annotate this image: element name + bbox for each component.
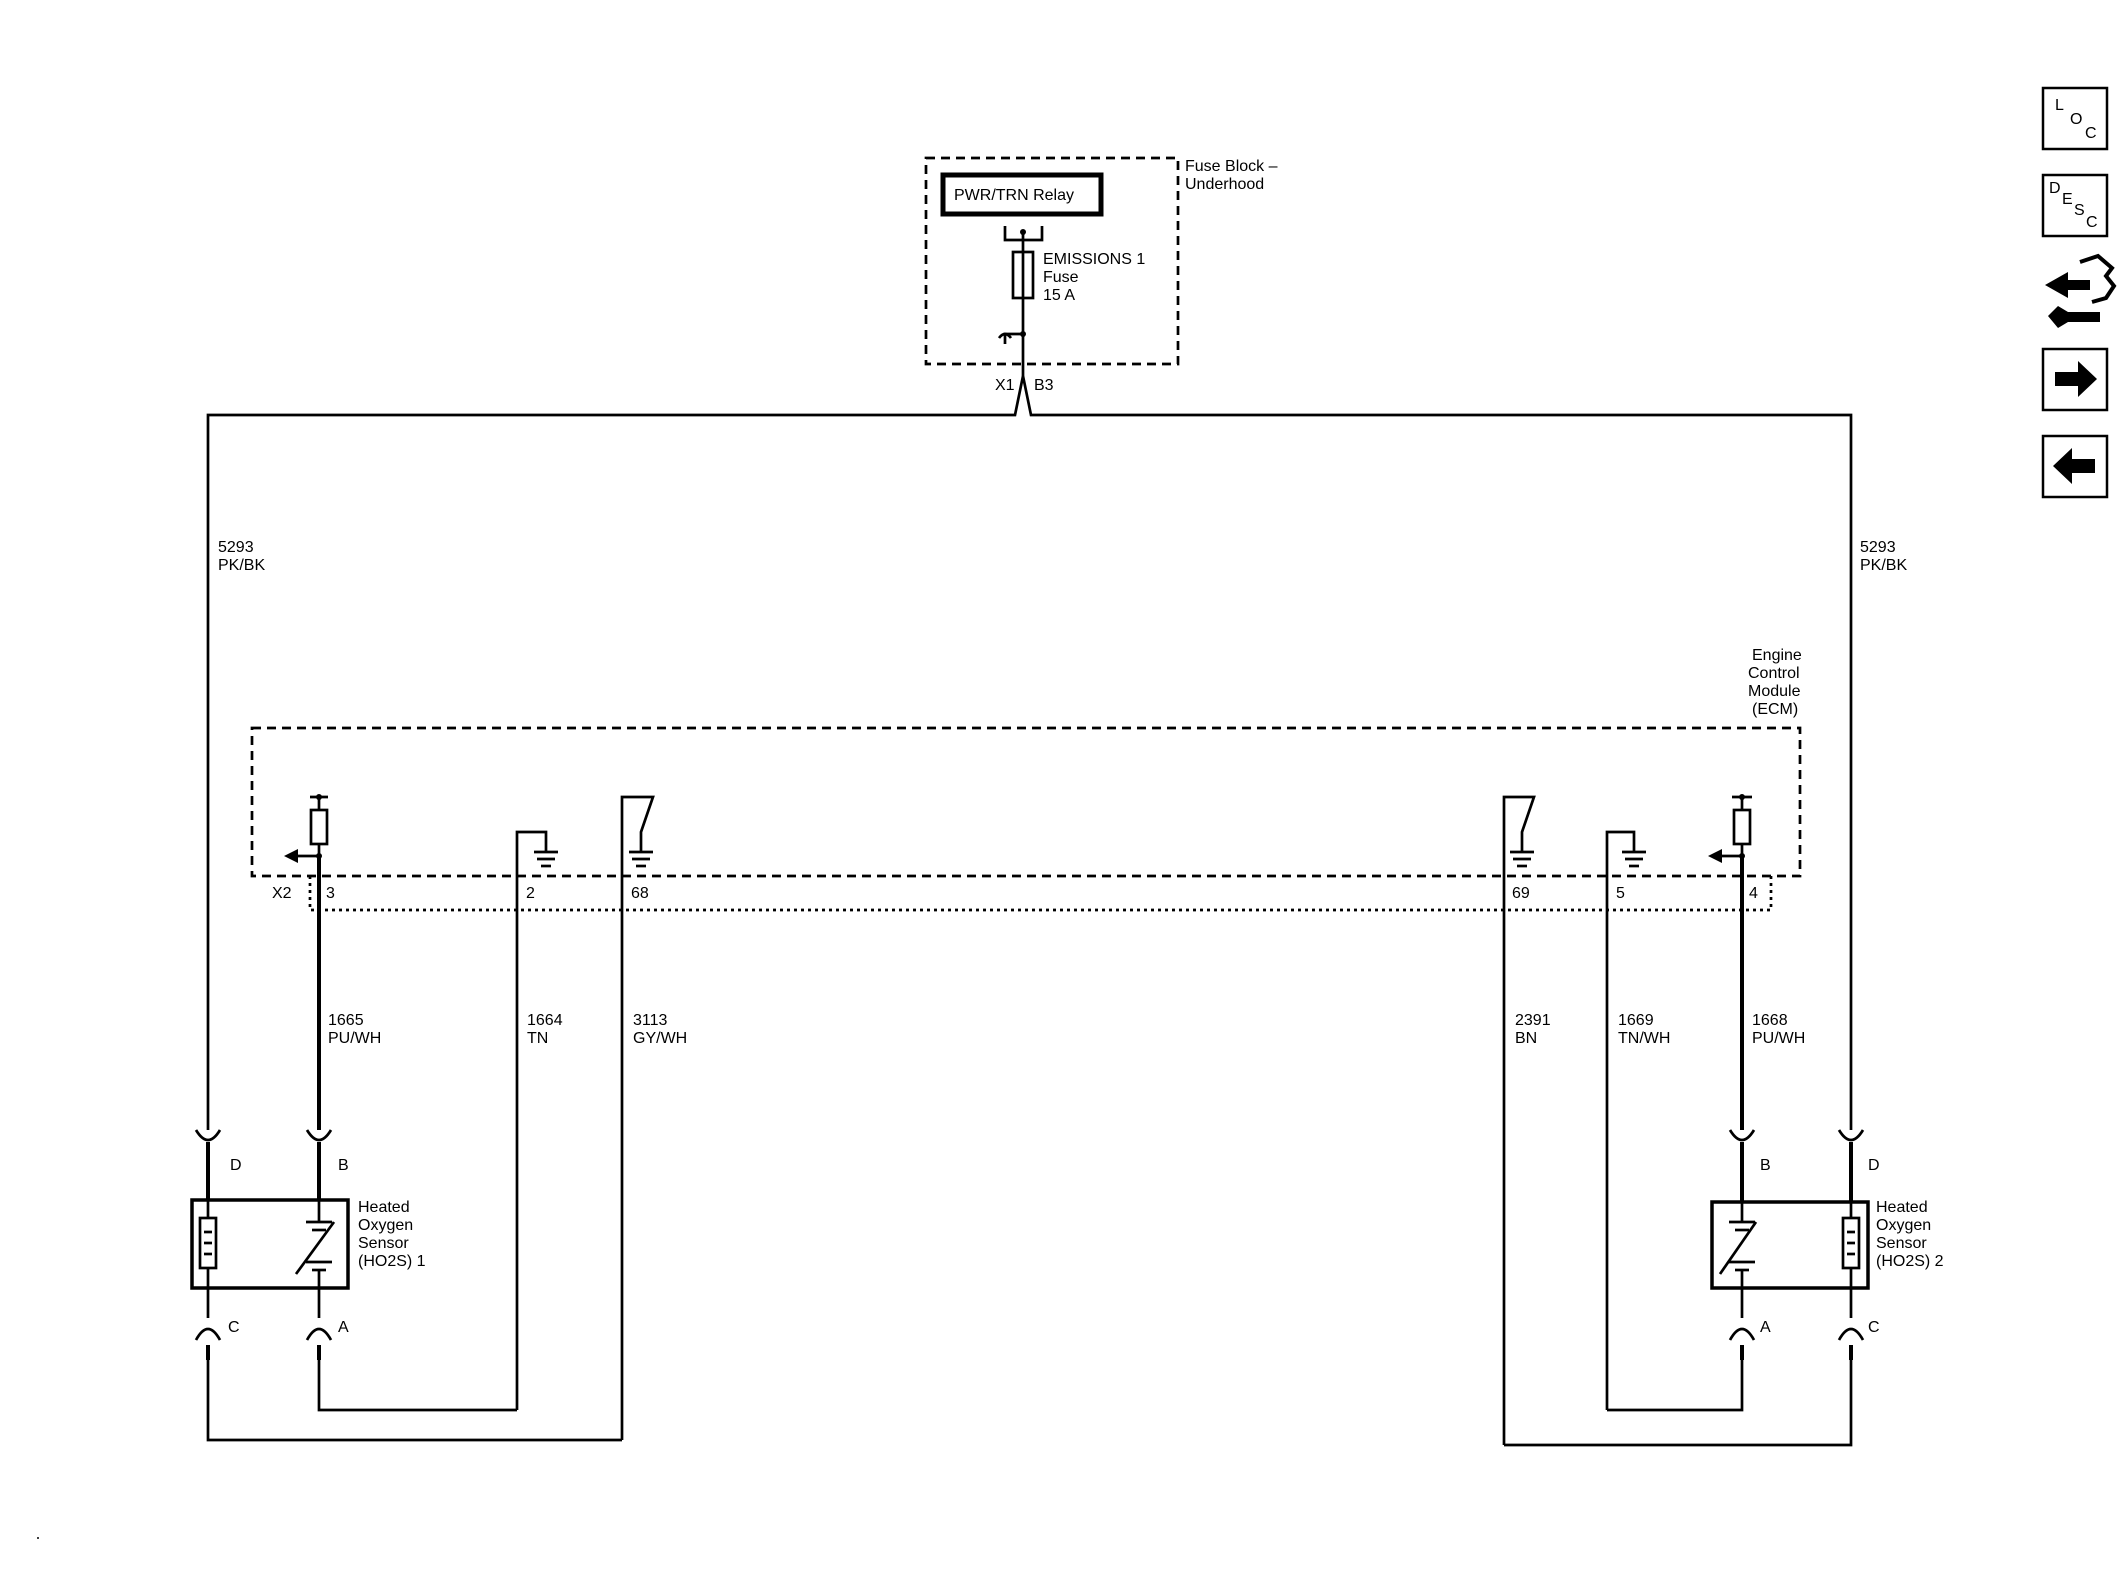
ecm-pin-69: 69	[1512, 885, 1530, 902]
loc-letter-c: C	[2085, 125, 2097, 142]
ecm-pin-2: 2	[526, 885, 535, 902]
hos1-label-line1: Heated	[358, 1199, 410, 1216]
desc-letter-d: D	[2049, 180, 2061, 197]
wire-1669-color: TN/WH	[1618, 1030, 1670, 1047]
hos2-pin-b: B	[1760, 1157, 1771, 1174]
desc-button[interactable]: D E S C	[2041, 173, 2109, 238]
wire-3113-circuit: 3113	[633, 1012, 668, 1029]
wire-right-5293-circuit: 5293	[1860, 539, 1896, 556]
wire-1665-circuit: 1665	[328, 1012, 364, 1029]
ecm-label-line1: Engine	[1752, 647, 1802, 664]
ecm-label-line3: Module	[1748, 683, 1801, 700]
hos1-pin-d: D	[230, 1157, 242, 1174]
fuse-connector-x1: X1	[995, 377, 1015, 394]
fuse-block-title: Fuse Block –	[1185, 158, 1278, 175]
hos2-pin-c: C	[1868, 1319, 1880, 1336]
ecm-connector-x2: X2	[272, 885, 292, 902]
wire-3113-color: GY/WH	[633, 1030, 687, 1047]
hos1-pin-b: B	[338, 1157, 349, 1174]
wire-2391-color: BN	[1515, 1030, 1537, 1047]
ecm-label-line2: Control	[1748, 665, 1800, 682]
loc-letter-l: L	[2055, 97, 2064, 114]
pwr-trn-relay: PWR/TRN Relay	[940, 172, 1104, 217]
wire-left-5293-color: PK/BK	[218, 557, 265, 574]
fuse-block-subtitle: Underhood	[1185, 176, 1264, 193]
connector-tool-icon	[2045, 253, 2117, 328]
hos2-label-line2: Oxygen	[1876, 1217, 1931, 1234]
hos1-pin-c: C	[228, 1319, 240, 1336]
fuse-type: Fuse	[1043, 269, 1079, 286]
ecm-pin-3: 3	[326, 885, 335, 902]
desc-letter-e: E	[2062, 191, 2073, 208]
desc-letter-c: C	[2086, 214, 2098, 231]
loc-letter-o: O	[2070, 111, 2082, 128]
ecm-pin-4: 4	[1749, 885, 1758, 902]
fuse-block-underhood: Fuse Block – Underhood PWR/TRN Relay EMI…	[924, 156, 1278, 394]
engine-control-module: Engine Control Module (ECM) X2 3 2 68 69…	[250, 647, 1802, 1445]
wire-1664-color: TN	[527, 1030, 548, 1047]
wire-1665-color: PU/WH	[328, 1030, 381, 1047]
hos2-label-line3: Sensor	[1876, 1235, 1927, 1252]
fuse-name: EMISSIONS 1	[1043, 251, 1145, 268]
hos2-label-line4: (HO2S) 2	[1876, 1253, 1944, 1270]
heated-oxygen-sensor-2: B D Heated Oxygen Sensor (HO2S) 2 A C	[1710, 1129, 1944, 1360]
heated-oxygen-sensor-1: D B Heated Oxygen Sensor (HO2S) 1 C A	[190, 1129, 426, 1360]
previous-page-button[interactable]	[2041, 434, 2109, 499]
hos1-pin-a: A	[338, 1319, 349, 1336]
hos2-label-line1: Heated	[1876, 1199, 1928, 1216]
hos1-label-line2: Oxygen	[358, 1217, 413, 1234]
hos1-label-line4: (HO2S) 1	[358, 1253, 426, 1270]
wire-left-5293-circuit: 5293	[218, 539, 254, 556]
wire-1664-circuit: 1664	[527, 1012, 563, 1029]
next-page-button[interactable]	[2041, 347, 2109, 412]
arrow-left-icon	[2053, 448, 2095, 484]
relay-label: PWR/TRN Relay	[954, 187, 1074, 204]
wire-2391-circuit: 2391	[1515, 1012, 1551, 1029]
wire-1668-circuit: 1668	[1752, 1012, 1788, 1029]
wire-right-5293-color: PK/BK	[1860, 557, 1907, 574]
ecm-pin-5: 5	[1616, 885, 1625, 902]
hos2-pin-a: A	[1760, 1319, 1771, 1336]
ecm-label-line4: (ECM)	[1752, 701, 1798, 718]
fuse-rating: 15 A	[1043, 287, 1075, 304]
arrow-right-icon	[2055, 361, 2097, 397]
ecm-pin-68: 68	[631, 885, 649, 902]
hos2-pin-d: D	[1868, 1157, 1880, 1174]
wire-1668-color: PU/WH	[1752, 1030, 1805, 1047]
wire-1669-circuit: 1669	[1618, 1012, 1654, 1029]
fuse-pin-b3: B3	[1034, 377, 1054, 394]
emissions-1-fuse	[1011, 250, 1035, 300]
connector-repair-button[interactable]	[2045, 253, 2117, 328]
loc-button[interactable]: L O C	[2041, 86, 2109, 151]
desc-letter-s: S	[2074, 202, 2085, 219]
hos1-label-line3: Sensor	[358, 1235, 409, 1252]
